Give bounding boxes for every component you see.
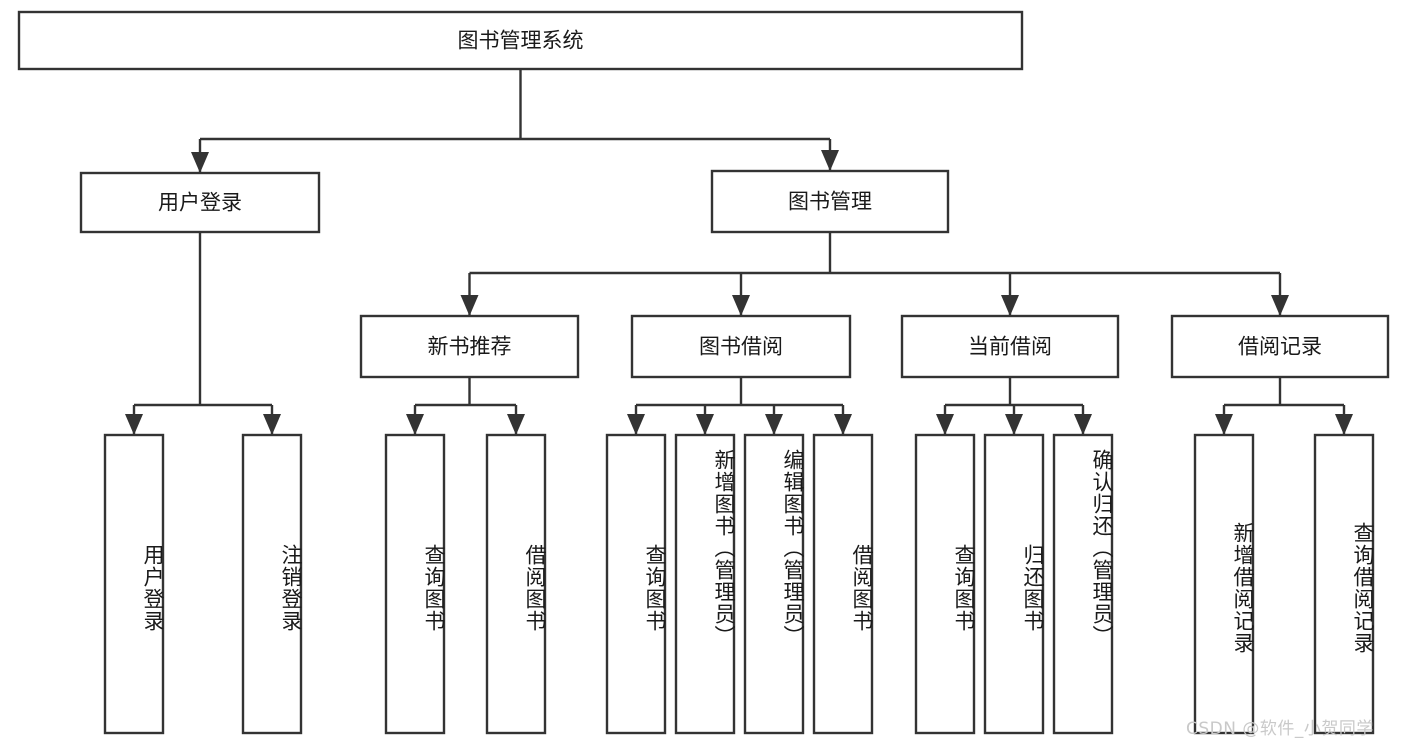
arrow-head-icon bbox=[460, 295, 479, 316]
arrow-head-icon bbox=[406, 414, 424, 435]
node-注销登录-box[interactable] bbox=[241, 433, 303, 735]
arrow-head-icon bbox=[696, 414, 714, 435]
node-查询图书-box[interactable] bbox=[384, 433, 446, 735]
arrow-head-icon bbox=[765, 414, 783, 435]
node-查询借阅记录-box[interactable] bbox=[1313, 433, 1375, 735]
node-当前借阅-label: 当前借阅 bbox=[968, 335, 1052, 359]
node-借阅图书-box[interactable] bbox=[812, 433, 874, 735]
node-借阅记录-label: 借阅记录 bbox=[1238, 335, 1322, 359]
arrow-head-icon bbox=[834, 414, 852, 435]
arrow-head-icon bbox=[732, 295, 750, 316]
arrow-head-icon bbox=[191, 152, 209, 173]
arrow-head-icon bbox=[1074, 414, 1092, 435]
node-图书管理系统-label: 图书管理系统 bbox=[458, 29, 584, 53]
node-新增图书管理员-box[interactable] bbox=[674, 433, 736, 735]
node-用户登录-box[interactable] bbox=[103, 433, 165, 735]
edges-layer bbox=[125, 69, 1353, 435]
node-查询图书-box[interactable] bbox=[914, 433, 976, 735]
arrow-head-icon bbox=[821, 150, 839, 171]
node-用户登录-label: 用户登录 bbox=[158, 191, 242, 215]
node-查询图书-box[interactable] bbox=[605, 433, 667, 735]
arrow-head-icon bbox=[1335, 414, 1353, 435]
arrow-head-icon bbox=[1001, 295, 1019, 316]
arrow-head-icon bbox=[125, 414, 143, 435]
node-用户登录-box[interactable] bbox=[79, 171, 321, 234]
arrow-head-icon bbox=[1271, 295, 1289, 316]
node-借阅记录-box[interactable] bbox=[1170, 314, 1390, 379]
node-编辑图书管理员-box[interactable] bbox=[743, 433, 805, 735]
arrow-head-icon bbox=[263, 414, 281, 435]
boxes-layer bbox=[17, 10, 1390, 735]
node-图书管理系统-box[interactable] bbox=[17, 10, 1024, 71]
node-新书推荐-box[interactable] bbox=[359, 314, 580, 379]
arrow-head-icon bbox=[936, 414, 954, 435]
node-归还图书-box[interactable] bbox=[983, 433, 1045, 735]
node-图书管理-label: 图书管理 bbox=[788, 190, 872, 214]
csdn-watermark: CSDN @软件_小贺同学 bbox=[1186, 719, 1374, 739]
arrow-head-icon bbox=[1005, 414, 1023, 435]
node-新书推荐-label: 新书推荐 bbox=[428, 335, 512, 359]
node-当前借阅-box[interactable] bbox=[900, 314, 1120, 379]
node-新增借阅记录-box[interactable] bbox=[1193, 433, 1255, 735]
arrow-head-icon bbox=[627, 414, 645, 435]
arrow-head-icon bbox=[507, 414, 525, 435]
node-图书管理-box[interactable] bbox=[710, 169, 950, 234]
node-借阅图书-box[interactable] bbox=[485, 433, 547, 735]
arrow-head-icon bbox=[1215, 414, 1233, 435]
node-图书借阅-label: 图书借阅 bbox=[699, 335, 783, 359]
node-确认归还管理员-box[interactable] bbox=[1052, 433, 1114, 735]
node-图书借阅-box[interactable] bbox=[630, 314, 852, 379]
